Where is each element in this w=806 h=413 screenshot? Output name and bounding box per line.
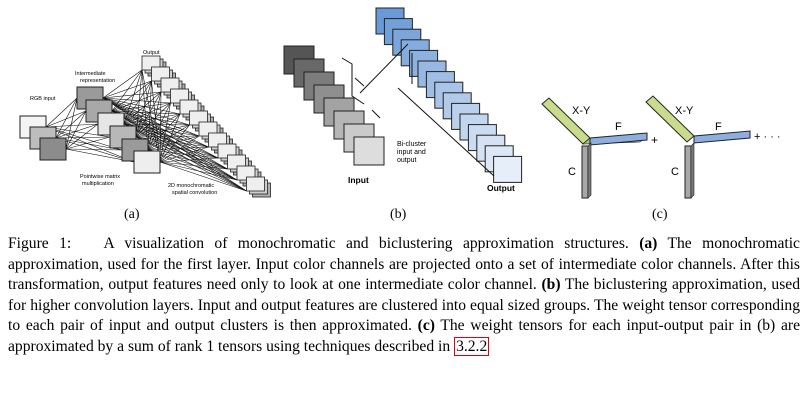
- c-bar-1: [581, 145, 589, 199]
- output-stack: [141, 55, 271, 198]
- bracket-3: [371, 109, 381, 119]
- panel-b-label: (b): [390, 207, 407, 222]
- label-output: Output: [143, 50, 160, 56]
- output-square: [198, 121, 218, 137]
- output-square: [217, 143, 237, 159]
- caption-b-tag: (b): [541, 276, 561, 294]
- label-f-2: F: [715, 121, 722, 133]
- output-square: [179, 99, 199, 115]
- label-c-1: C: [568, 166, 576, 178]
- output-square: [246, 176, 265, 192]
- caption-c-tag: (c): [417, 317, 435, 335]
- panel-c-label: (c): [652, 207, 668, 222]
- section-ref-link[interactable]: 3.2.2: [454, 336, 490, 356]
- label-f-1: F: [615, 121, 622, 133]
- connector-line-1: [359, 43, 409, 94]
- connector-line-2: [397, 87, 495, 177]
- label-xy-2: X-Y: [675, 105, 694, 117]
- label-input: Input: [348, 175, 369, 185]
- output-square: [189, 110, 208, 126]
- plus-1: +: [651, 133, 658, 147]
- bracket-1: [341, 57, 365, 105]
- plus-more: + · · ·: [754, 131, 781, 143]
- output-square: [151, 66, 170, 82]
- figure-label: Figure 1:: [8, 235, 72, 252]
- c-bar-2: [684, 145, 692, 199]
- label-output-b: Output: [487, 183, 515, 193]
- caption-c-text: The weight tensors for each input-output…: [8, 317, 800, 355]
- caption-intro: A visualization of monochromatic and bic…: [103, 235, 629, 252]
- figure-caption: Figure 1: A visualization of monochromat…: [8, 234, 800, 358]
- output-square: [141, 55, 161, 71]
- connection-lines: [45, 69, 247, 192]
- panel-c-diagram: X-Y F C + X-Y F C + · · · (c): [541, 95, 781, 222]
- input-square: [353, 136, 385, 166]
- label-xy-1: X-Y: [572, 105, 591, 117]
- caption-a-text: The monochromatic approximation, used fo…: [8, 235, 800, 294]
- intermediate-square-6: [133, 150, 161, 174]
- input-stack: [283, 45, 385, 166]
- output-stack-b: [375, 7, 523, 183]
- bracket-2: [354, 77, 365, 87]
- label-rgb-input: RGB input: [30, 96, 56, 102]
- output-square: [227, 154, 246, 170]
- output-square: [160, 77, 180, 93]
- label-c-2: C: [671, 166, 679, 178]
- f-bar-1: [589, 132, 648, 146]
- c-bar-2-side: [690, 142, 695, 199]
- c-bar-1-side: [587, 142, 592, 199]
- output-square: [236, 165, 256, 181]
- caption-a-tag: (a): [639, 235, 658, 252]
- output-square: [170, 88, 189, 104]
- rgb-square-3: [39, 137, 67, 161]
- output-square-b: [493, 155, 523, 183]
- panel-a-label: (a): [124, 207, 140, 222]
- f-bar-2: [693, 130, 751, 144]
- output-square: [208, 132, 227, 148]
- caption-b-text: The biclustering approximation, used for…: [8, 276, 800, 335]
